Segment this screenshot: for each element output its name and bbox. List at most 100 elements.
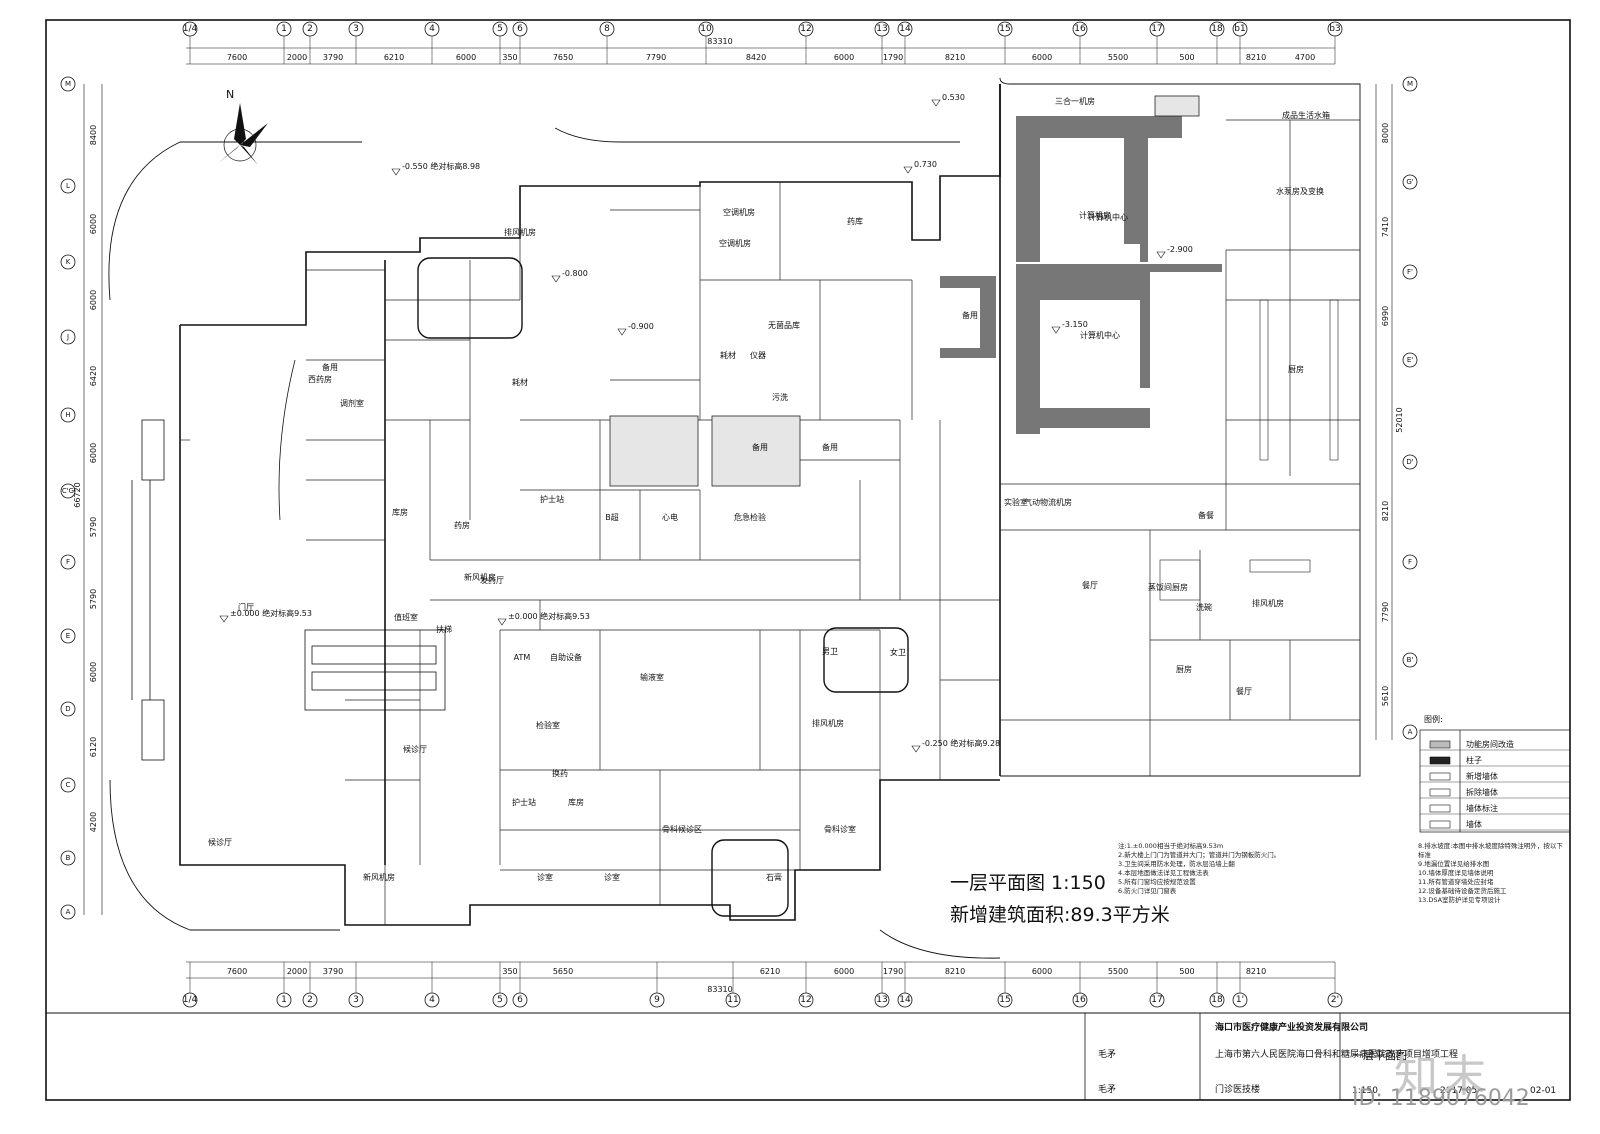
dimension-text: 6000 [89, 290, 98, 310]
dimension-text: 3790 [323, 967, 343, 976]
axis-label: F [1408, 558, 1412, 566]
axis-bubble-top: 13 [874, 21, 890, 64]
escalator [304, 629, 446, 711]
axis-bubble-bottom: 2' [1327, 962, 1343, 1008]
dimension-lines [83, 47, 1393, 979]
note-line: 12.设备基础待设备定货后施工 [1418, 887, 1507, 895]
room-label: 危急检验 [734, 512, 766, 522]
elevation-mark: 0.530 [931, 93, 965, 107]
room-label: 空调机房 [723, 207, 755, 217]
room-label: 骨科候诊区 [662, 824, 702, 834]
dimension-total: 52010 [1395, 407, 1404, 432]
axis-bubble-bottom: 16 [1072, 962, 1088, 1008]
room-label: 空调机房 [719, 238, 751, 248]
computer-center-walls [940, 116, 1222, 434]
dimension-text: 7790 [1381, 602, 1390, 622]
room-label: 门厅 [238, 602, 254, 612]
axis-label: 4 [429, 24, 435, 34]
axis-label: K [66, 258, 71, 266]
axis-bubble-left: B [60, 850, 76, 866]
axis-label: 13 [876, 995, 887, 1005]
dimension-text: 6000 [89, 443, 98, 463]
axis-label: 6 [517, 24, 523, 34]
room-label: 洗碗 [1196, 602, 1212, 612]
elevation-mark: -2.900 [1156, 245, 1193, 259]
axis-bubble-left: F [60, 554, 76, 570]
legend-item-label: 功能房间改造 [1466, 739, 1514, 749]
axis-bubble-top: 10 [698, 21, 714, 64]
watermark-logo: 知末 [1394, 1051, 1490, 1102]
axis-label: 1 [281, 24, 287, 34]
axis-label: C'G [62, 487, 74, 495]
sheet-border [45, 19, 1571, 1101]
elevation-text: -3.150 [1062, 320, 1088, 329]
axis-label: 3 [353, 24, 359, 34]
axis-bubble-bottom: 1' [1232, 962, 1248, 1008]
elevation-mark: ±0.000 绝对标高9.53 [219, 608, 312, 623]
room-label: 三合一机房 [1055, 96, 1095, 106]
axis-bubble-top: 1/4 [182, 21, 198, 64]
dimension-text: 8420 [746, 53, 766, 62]
tb-signature: 毛矛 [1098, 1085, 1117, 1095]
elevation-text: -2.900 [1167, 245, 1193, 254]
axis-bubble-left: J [60, 329, 76, 345]
dimension-text: 500 [1179, 967, 1194, 976]
axis-label: F' [1407, 268, 1413, 276]
room-label: 实验室 [1004, 497, 1028, 507]
dimension-text: 6000 [834, 967, 854, 976]
axis-label: 16 [1074, 24, 1086, 34]
axis-label: 1 [281, 995, 287, 1005]
room-label: 备用 [962, 310, 978, 320]
room-label: 水泵房及变换 [1276, 186, 1324, 196]
axis-bubble-bottom: 13 [874, 962, 890, 1008]
dimension-text: 6000 [834, 53, 854, 62]
elevation-mark: ±0.000 绝对标高9.53 [497, 611, 590, 626]
legend-title: 图例: [1424, 714, 1443, 724]
drawing-title: 一层平面图 1:150 [950, 872, 1106, 894]
axis-label: D [65, 705, 70, 713]
dimension-text: 5500 [1108, 53, 1128, 62]
axis-label: 1/4 [183, 995, 198, 1005]
note-line: 8.排水坡度:本图中排水坡度除特殊注明外，按以下标准 [1418, 842, 1563, 859]
axis-label: 17 [1151, 995, 1162, 1005]
axis-label: E' [1407, 356, 1413, 364]
room-label: 新风机房 [464, 572, 496, 582]
dimension-text: 6990 [1381, 306, 1390, 326]
room-label: 男卫 [822, 647, 838, 656]
dimension-text: 6000 [456, 53, 476, 62]
room-label: 无菌品库 [768, 320, 800, 330]
dimension-total: 83310 [707, 985, 732, 994]
axis-bubble-left: A [60, 904, 76, 920]
north-letter: N [226, 88, 234, 101]
axis-label: J [66, 333, 69, 341]
dimension-text: 4200 [89, 812, 98, 832]
elevation-mark: -0.250 绝对标高9.28 [911, 738, 1000, 753]
dimension-text: 8000 [1381, 123, 1390, 143]
axis-label: 8 [604, 24, 610, 34]
dimension-text: 6000 [89, 662, 98, 682]
axis-label: 14 [899, 24, 911, 34]
axis-label: 2 [307, 995, 313, 1005]
room-label: 仪器 [750, 351, 766, 360]
axis-bubble-bottom: 3 [348, 962, 364, 1008]
room-label: 诊室 [604, 872, 620, 882]
room-label: 调剂室 [340, 398, 364, 408]
elevation-mark: -0.900 [617, 322, 654, 336]
note-line: 3.卫生间采用防水处理，防水层沿墙上翻 [1118, 860, 1235, 868]
elevation-text: -0.900 [628, 322, 654, 331]
note-line: 2.新大楼上门门为管道井大门；管道井门为钢板防火门。 [1118, 851, 1281, 859]
axis-label: M [1407, 80, 1413, 88]
dimension-text: 8210 [945, 967, 965, 976]
axis-bubble-left: D [60, 701, 76, 717]
general-notes: 注:1.±0.000相当于绝对标高9.53m 2.新大楼上门门为管道井大门；管道… [1118, 842, 1358, 896]
room-label: 换药 [552, 768, 568, 778]
axis-bubble-right: A [1402, 724, 1418, 740]
room-label: 排风机房 [812, 718, 844, 728]
dimension-text: 8210 [1246, 53, 1266, 62]
room-label: 库房 [392, 507, 408, 517]
tb-date: 2017.05 [1440, 1086, 1478, 1096]
note-line: 6.防火门详见门窗表 [1118, 887, 1177, 895]
dimension-text: 6000 [1032, 53, 1052, 62]
dimension-text: 2000 [287, 967, 307, 976]
